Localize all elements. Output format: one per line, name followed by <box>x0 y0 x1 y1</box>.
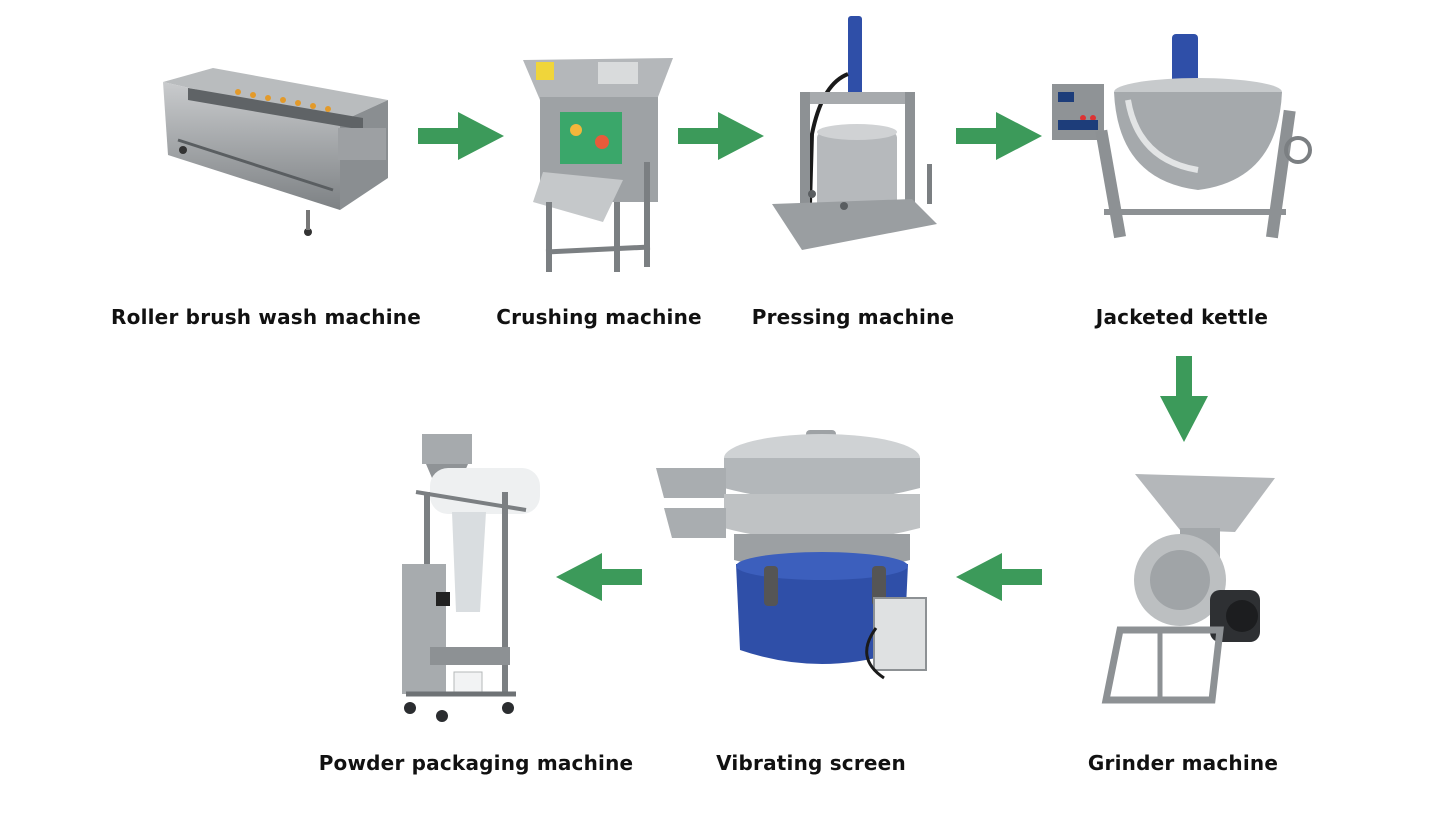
right-arrow-icon <box>956 112 1042 160</box>
step-label-grinder-machine: Grinder machine <box>1087 751 1279 775</box>
vibrating-screen-icon <box>654 428 930 686</box>
step-label-crushing-machine: Crushing machine <box>496 305 702 329</box>
jacketed-kettle-icon <box>1048 30 1316 240</box>
step-label-powder-packaging-machine: Powder packaging machine <box>318 751 634 775</box>
right-arrow-icon <box>418 112 504 160</box>
left-arrow-icon <box>956 553 1042 601</box>
step-label-jacketed-kettle: Jacketed kettle <box>1095 305 1269 329</box>
crushing-machine-icon <box>518 52 678 277</box>
powder-packaging-machine-icon <box>396 432 542 724</box>
down-arrow-icon <box>1160 356 1208 442</box>
step-label-pressing-machine: Pressing machine <box>751 305 955 329</box>
right-arrow-icon <box>678 112 764 160</box>
step-label-roller-brush-wash-machine: Roller brush wash machine <box>111 305 421 329</box>
grinder-machine-icon <box>1100 470 1280 705</box>
step-label-vibrating-screen: Vibrating screen <box>716 751 906 775</box>
pressing-machine-icon <box>762 14 942 256</box>
left-arrow-icon <box>556 553 642 601</box>
roller-brush-wash-machine-icon <box>158 60 398 240</box>
